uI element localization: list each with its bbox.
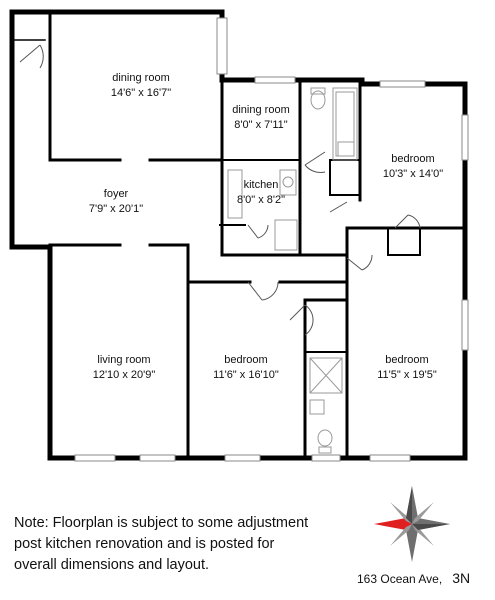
windows [74,17,469,462]
room-size-living-room: 12'10 x 20'9" [93,369,156,381]
walls [9,9,468,461]
floorplan-note: Note: Floorplan is subject to some adjus… [14,515,309,573]
room-name-bedroom-3: bedroom [385,354,428,366]
compass-rose-icon [374,486,450,562]
room-size-bedroom-1: 10'3" x 14'0" [383,168,443,180]
room-name-living-room: living room [97,354,150,366]
door-swings [19,44,421,336]
room-size-dining-room-2: 8'0" x 7'11" [234,119,287,131]
room-name-dining-room-2: dining room [232,104,289,116]
room-name-bedroom-1: bedroom [391,153,434,165]
address-label: 163 Ocean Ave, 3N [357,570,470,586]
room-name-foyer: foyer [104,188,129,200]
street-address: 163 Ocean Ave, [357,572,443,586]
fixtures [227,87,358,454]
room-name-dining-room-1: dining room [112,72,169,84]
unit-number: 3N [452,570,471,586]
room-size-bedroom-2: 11'6" x 16'10" [213,369,279,381]
room-name-bedroom-2: bedroom [224,354,267,366]
room-size-foyer: 7'9" x 20'1" [89,203,143,215]
room-size-bedroom-3: 11'5" x 19'5" [377,369,437,381]
room-size-kitchen: 8'0" x 8'2" [237,194,285,206]
room-name-kitchen: kitchen [244,179,279,191]
room-size-dining-room-1: 14'6" x 16'7" [111,87,171,99]
